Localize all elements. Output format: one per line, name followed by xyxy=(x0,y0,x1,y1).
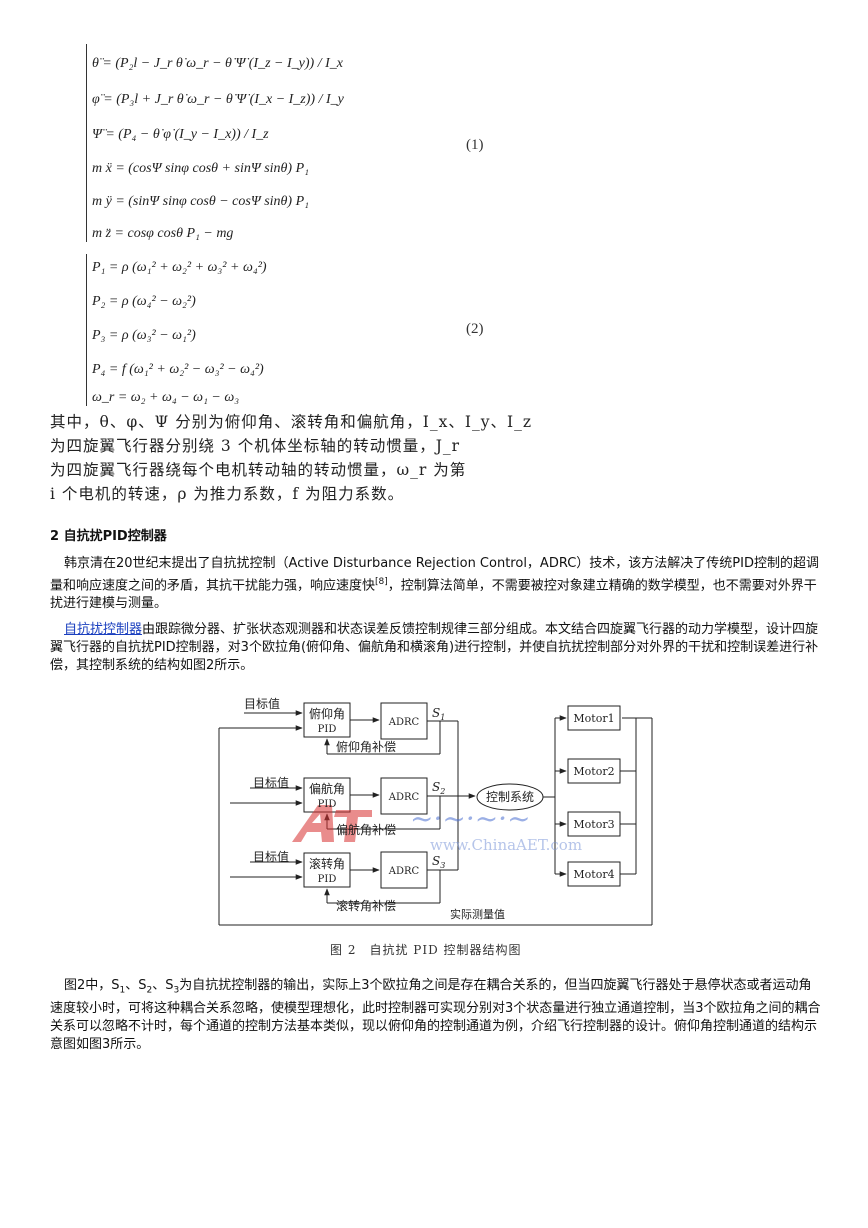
target-label: 目标值 xyxy=(244,696,280,711)
paragraph-text: 韩京清在20世纪末提出了自抗扰控制（Active Disturbance Rej… xyxy=(50,556,819,594)
watermark-logo-script: ~·~·~·~ xyxy=(410,802,531,835)
motor-label: Motor1 xyxy=(573,712,614,725)
signal-label: S2 xyxy=(432,780,445,796)
subscript: 2 xyxy=(146,985,153,996)
pid-label: 滚转角 xyxy=(309,856,345,871)
definition-line: 其中，θ、φ、Ψ 分别为俯仰角、滚转角和偏航角，I_x、I_y、I_z xyxy=(50,413,532,431)
paragraph-text: 为自抗扰控制器的输出，实际上3个欧拉角之间是存在耦合关系的，但当四旋翼飞行器处于… xyxy=(50,978,821,1052)
equation-line: P₄ = f (ω₁² + ω₂² − ω₃² − ω₄²) xyxy=(92,362,264,377)
pitch-pid-block xyxy=(303,702,351,738)
paragraph-text: 图2中，S xyxy=(64,978,120,993)
roll-pid-block xyxy=(303,852,351,888)
adrc-label: ADRC xyxy=(388,792,420,803)
adrc-block-2 xyxy=(380,777,428,815)
equation-line: P₂ = ρ (ω₄² − ω₂²) xyxy=(92,294,196,309)
paragraph-text: ，控制算法简单，不需要被控对象建立精确的数学模型，也不需要对外界干扰进行建模与测… xyxy=(50,578,817,612)
equation-line: m z̈ = cosφ cosθ P₁ − mg xyxy=(92,226,234,241)
equation-line: ω_r = ω₂ + ω₄ − ω₁ − ω₃ xyxy=(92,390,240,405)
definition-line: 为四旋翼飞行器分别绕 3 个机体坐标轴的转动惯量，J_r xyxy=(50,437,461,455)
equation-brace-1 xyxy=(86,44,87,242)
section-heading: 2 自抗扰PID控制器 xyxy=(50,529,167,544)
adrc-label: ADRC xyxy=(388,717,420,728)
equation-line: Ψ̈ = (P₄ − θ̇ φ̇ (I_y − I_x)) / I_z xyxy=(92,127,269,142)
motor-block-3 xyxy=(567,811,621,837)
pid-label: PID xyxy=(318,724,337,735)
paragraph-figure2-explanation: 图2中，S1、S2、S3为自抗扰控制器的输出，实际上3个欧拉角之间是存在耦合关系… xyxy=(50,977,822,1054)
equation-brace-2 xyxy=(86,254,87,406)
watermark-url: www.ChinaAET.com xyxy=(430,836,582,854)
adrc-block-1 xyxy=(380,702,428,740)
control-system-label: 控制系统 xyxy=(486,790,534,804)
adrc-link[interactable]: 自抗扰控制器 xyxy=(64,622,143,637)
watermark: ~·~·~·~ www.ChinaAET.com xyxy=(292,802,582,854)
equation-line: P₁ = ρ (ω₁² + ω₂² + ω₃² + ω₄²) xyxy=(92,260,267,275)
equation-line: m ÿ = (sinΨ sinφ cosθ − cosΨ sinθ) P₁ xyxy=(92,194,309,209)
equation-line: φ̈ = (P₃l + J_r θ̇ ω_r − θ̇ Ψ̇ (I_x − I_… xyxy=(92,92,344,107)
figure-caption: 图 2 自抗扰 PID 控制器结构图 xyxy=(330,943,522,957)
pid-label: 偏航角 xyxy=(309,781,345,796)
signal-label: S3 xyxy=(432,854,445,870)
equation-line: P₃ = ρ (ω₃² − ω₁²) xyxy=(92,328,196,343)
motor-label: Motor2 xyxy=(573,765,614,778)
watermark-logo-icon xyxy=(292,805,334,842)
definition-line: i 个电机的转速，ρ 为推力系数，f 为阻力系数。 xyxy=(50,485,405,503)
compensation-label: 滚转角补偿 xyxy=(336,898,396,913)
motor-block-2 xyxy=(567,758,621,784)
equation-line: θ̈ = (P₂l − J_r θ̇ ω_r − θ̇ Ψ̇ (I_z − I_… xyxy=(92,56,343,71)
motor-label: Motor4 xyxy=(573,868,614,881)
adrc-block-3 xyxy=(380,851,428,889)
paragraph-adrc-structure: 自抗扰控制器由跟踪微分器、扩张状态观测器和状态误差反馈控制规律三部分组成。本文结… xyxy=(50,621,822,675)
paragraph-text: 、S xyxy=(125,978,147,993)
motor-label: Motor3 xyxy=(573,818,614,831)
equation-line: m ẍ = (cosΨ sinφ cosθ + sinΨ sinθ) P₁ xyxy=(92,161,309,176)
compensation-label: 俯仰角补偿 xyxy=(336,739,396,754)
motor-block-1 xyxy=(567,705,621,731)
definition-line: 为四旋翼飞行器绕每个电机转动轴的转动惯量，ω_r 为第 xyxy=(50,461,467,479)
compensation-label: 偏航角补偿 xyxy=(336,822,396,837)
feedback-label: 实际测量值 xyxy=(450,907,505,921)
paragraph-text: 、S xyxy=(152,978,174,993)
subscript: 1 xyxy=(119,985,126,996)
pid-label: PID xyxy=(318,799,337,810)
citation[interactable]: [8] xyxy=(375,577,388,587)
paragraph-adrc-intro: 韩京清在20世纪末提出了自抗扰控制（Active Disturbance Rej… xyxy=(50,555,822,613)
equation-number-2: (2) xyxy=(466,321,484,337)
pid-label: 俯仰角 xyxy=(309,706,345,721)
adrc-label: ADRC xyxy=(388,866,420,877)
variable-definitions: 其中，θ、φ、Ψ 分别为俯仰角、滚转角和偏航角，I_x、I_y、I_z 为四旋翼… xyxy=(50,410,532,506)
equation-number-1: (1) xyxy=(466,137,484,153)
target-label: 目标值 xyxy=(253,849,289,864)
pid-label: PID xyxy=(318,874,337,885)
motor-block-4 xyxy=(567,861,621,887)
subscript: 3 xyxy=(173,985,180,996)
signal-label: S1 xyxy=(432,706,445,722)
target-label: 目标值 xyxy=(253,775,289,790)
paragraph-text: 由跟踪微分器、扩张状态观测器和状态误差反馈控制规律三部分组成。本文结合四旋翼飞行… xyxy=(50,622,819,673)
